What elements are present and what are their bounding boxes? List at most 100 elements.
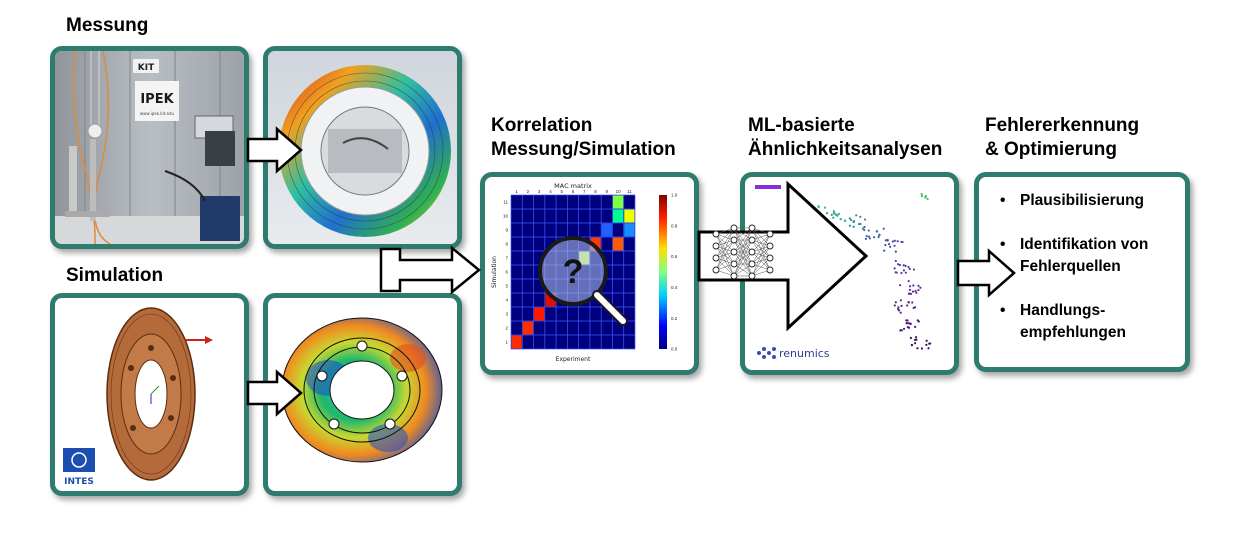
scatter-point xyxy=(898,309,901,312)
scatter-point xyxy=(900,304,903,307)
scatter-point xyxy=(823,206,827,209)
scatter-point xyxy=(914,289,917,293)
mac-ytick: 8 xyxy=(505,242,508,247)
scatter-point xyxy=(865,235,868,238)
arrow-ml-to-fehler xyxy=(956,248,1016,298)
bullet-text: Plausibilisierung xyxy=(1020,192,1145,209)
scatter-point xyxy=(899,284,902,287)
mac-xtick: 6 xyxy=(572,189,575,194)
scatter-point xyxy=(833,212,836,215)
scatter-point xyxy=(867,235,871,238)
scatter-point xyxy=(893,267,896,270)
scatter-point xyxy=(893,244,896,247)
scatter-point xyxy=(867,229,870,232)
scatter-point xyxy=(850,218,853,222)
scatter-point xyxy=(914,336,918,339)
mac-cell xyxy=(612,209,624,223)
scatter-point xyxy=(843,219,847,222)
scatter-point xyxy=(929,342,932,345)
scatter-point xyxy=(896,263,900,266)
label-simulation: Simulation xyxy=(66,265,164,286)
scatter-point xyxy=(909,336,912,340)
scatter-point xyxy=(887,243,891,246)
mac-cell xyxy=(522,321,534,335)
mac-ytick: 2 xyxy=(505,326,508,331)
scatter-point xyxy=(877,236,880,239)
fe-disc-model: INTES xyxy=(63,307,213,487)
scatter-point xyxy=(848,224,852,227)
bullet-text: Handlungs- empfehlungen xyxy=(1020,302,1126,341)
scatter-point xyxy=(900,240,903,244)
mac-cell xyxy=(612,195,624,209)
mac-title: MAC matrix xyxy=(554,182,592,190)
mac-xtick: 8 xyxy=(594,189,597,194)
mac-xtick: 10 xyxy=(616,189,622,194)
mac-cell xyxy=(624,223,635,237)
scatter-point xyxy=(919,286,922,289)
scatter-point xyxy=(859,215,862,218)
mac-xlabel: Experiment xyxy=(556,356,591,363)
mac-cell xyxy=(545,293,556,307)
scatter-point xyxy=(908,288,912,291)
scatter-point xyxy=(904,271,907,274)
scatter-point xyxy=(861,227,864,230)
scatter-point xyxy=(917,289,920,292)
scatter-point xyxy=(864,237,868,240)
ipek-logo: IPEK xyxy=(140,92,174,107)
scatter-point xyxy=(832,216,835,219)
scatter-point xyxy=(855,214,858,217)
mac-colorbar-tick: 1.0 xyxy=(671,193,678,198)
label-korrelation: Korrelation Messung/Simulation xyxy=(491,115,676,160)
mac-cell xyxy=(590,237,601,251)
scatter-point xyxy=(907,279,910,283)
mac-xtick: 7 xyxy=(583,189,586,194)
scatter-point xyxy=(907,326,911,329)
mac-colorbar-tick: 0.2 xyxy=(671,316,678,321)
scatter-point xyxy=(914,325,917,328)
scatter-point xyxy=(900,271,903,275)
scatter-point xyxy=(909,292,913,295)
scatter-point xyxy=(894,301,897,304)
scatter-point xyxy=(925,339,928,342)
scatter-point xyxy=(908,292,911,295)
scatter-point xyxy=(910,343,914,347)
scatter-point xyxy=(912,284,915,287)
scatter-point xyxy=(825,212,829,215)
scatter-point xyxy=(863,218,867,221)
mac-colorbar-tick: 0.4 xyxy=(671,285,678,290)
mac-colorbar-tick: 0.6 xyxy=(671,254,678,259)
magnifier-icon xyxy=(538,236,608,306)
scatter-point xyxy=(911,290,915,293)
mac-colorbar-tick: 0.0 xyxy=(671,347,678,352)
scatter-point xyxy=(905,322,908,325)
scatter-point xyxy=(894,259,897,263)
mac-ytick: 11 xyxy=(503,200,508,205)
scatter-point xyxy=(895,271,898,274)
scatter-point xyxy=(817,206,820,209)
scatter-point xyxy=(839,218,842,221)
mac-cell xyxy=(534,307,545,321)
scatter-point xyxy=(926,197,929,201)
scatter-point xyxy=(909,322,912,326)
scatter-point xyxy=(911,301,914,304)
mac-ytick: 6 xyxy=(505,270,508,275)
mac-xtick: 3 xyxy=(538,189,541,194)
scatter-point xyxy=(886,238,889,242)
mac-xtick: 5 xyxy=(560,189,563,194)
scatter-point xyxy=(908,285,912,288)
bullet-item: • Handlungs- empfehlungen xyxy=(1000,300,1175,344)
mac-ytick: 5 xyxy=(505,284,508,289)
scatter-point xyxy=(906,304,909,307)
scatter-point xyxy=(848,217,851,220)
scatter-point xyxy=(832,210,836,213)
mac-xtick: 11 xyxy=(627,189,632,194)
scatter-point xyxy=(920,195,924,198)
scatter-point xyxy=(863,226,866,229)
scatter-point xyxy=(912,268,916,271)
mac-xtick: 1 xyxy=(515,189,518,194)
scatter-point xyxy=(902,264,905,267)
scatter-point xyxy=(836,214,839,217)
scatter-point xyxy=(915,338,918,341)
